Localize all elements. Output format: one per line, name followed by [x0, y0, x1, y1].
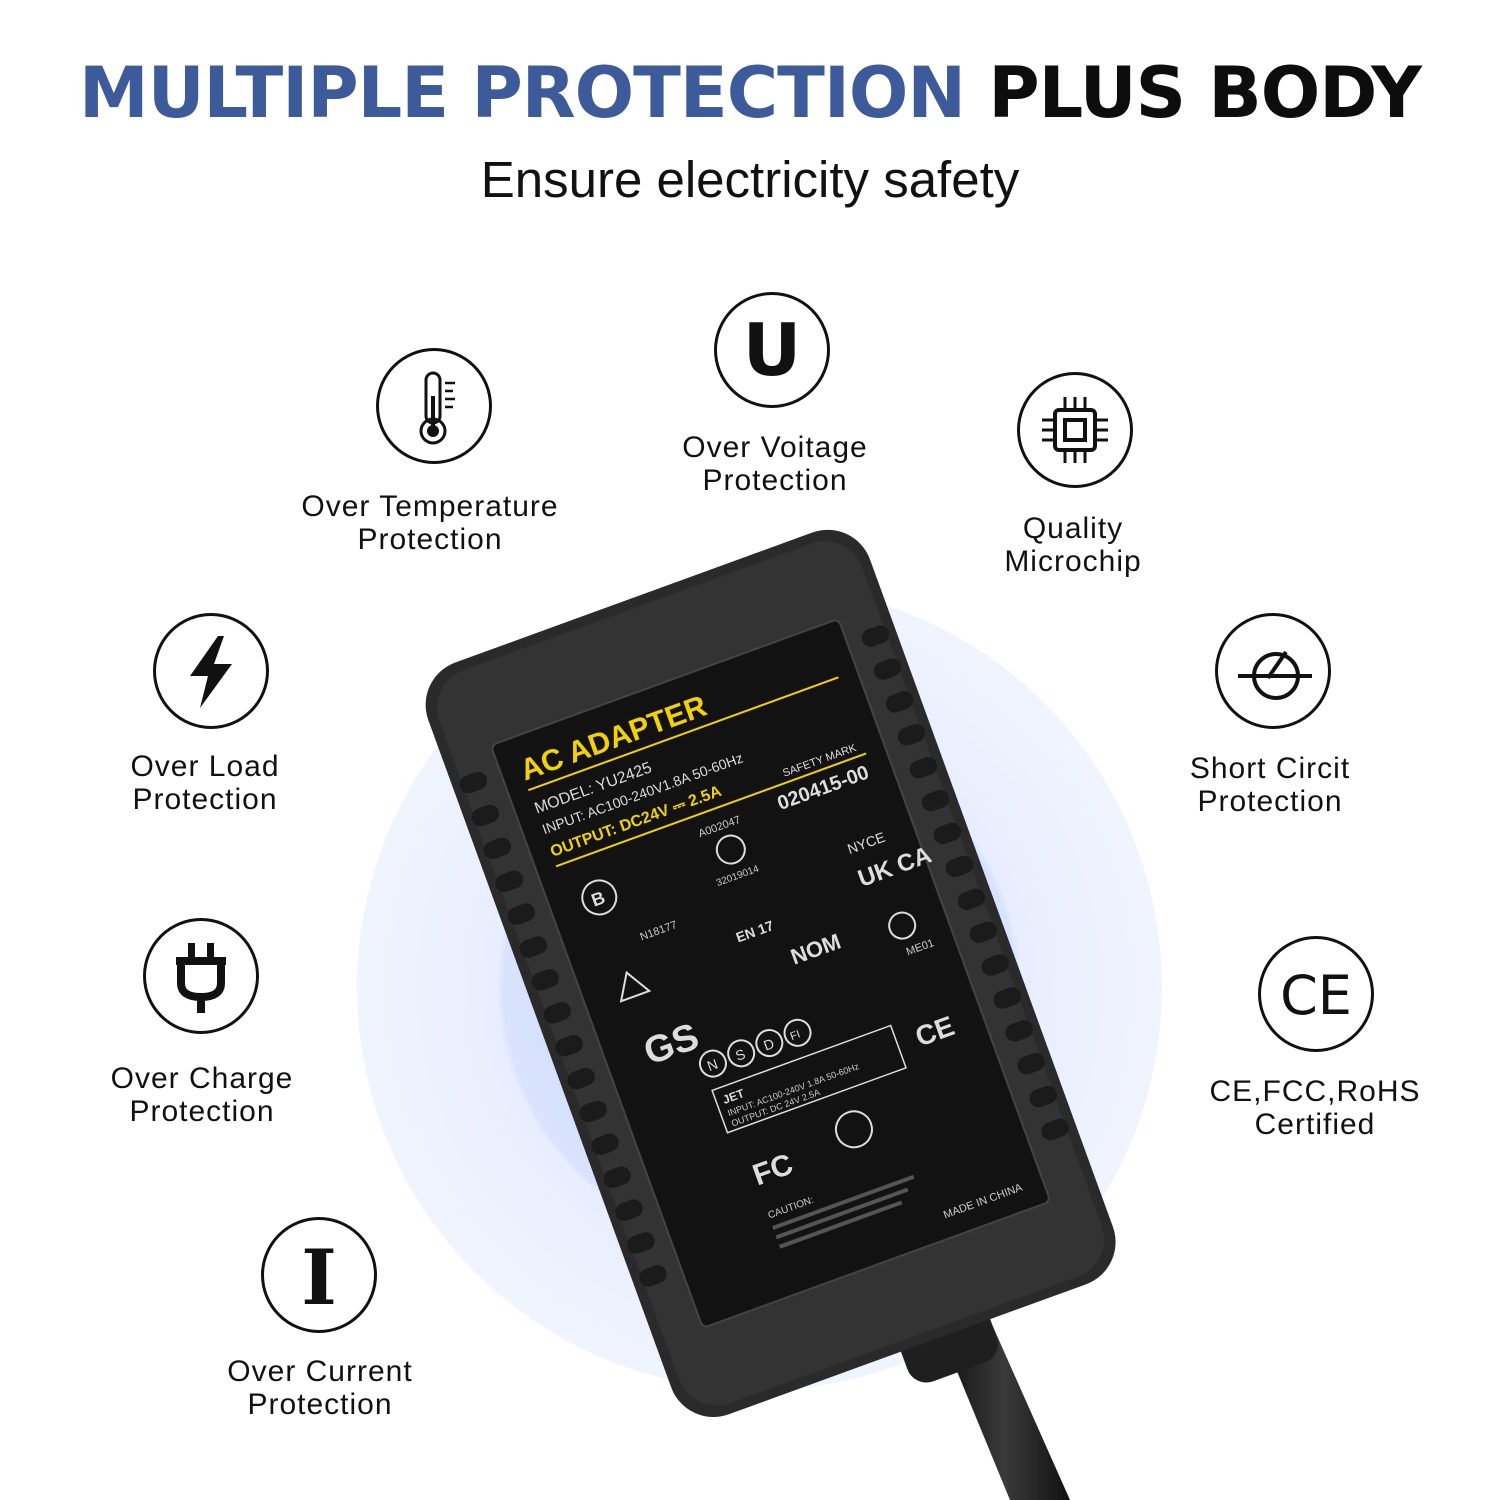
- ac-adapter-image: AC ADAPTER MODEL: YU2425 INPUT: AC100-24…: [425, 529, 1116, 1500]
- ce-mark-icon-circle: CE: [1258, 936, 1374, 1052]
- svg-text:I: I: [301, 1233, 337, 1322]
- headline-black: PLUS BODY: [988, 52, 1422, 134]
- microchip-icon: [1042, 397, 1108, 463]
- thermometer-icon: [419, 371, 455, 445]
- u-letter-icon-circle: U: [714, 292, 830, 408]
- short-circuit-icon-circle: [1215, 613, 1331, 729]
- i-letter-icon: I: [301, 1233, 337, 1322]
- u-letter-icon: U: [743, 308, 801, 392]
- i-letter-icon-circle: I: [261, 1217, 377, 1333]
- microchip-icon-circle: [1017, 372, 1133, 488]
- svg-text:CE: CE: [1280, 964, 1352, 1027]
- svg-text:U: U: [743, 308, 801, 392]
- lightning-icon: [190, 636, 232, 708]
- headline-blue: MULTIPLE PROTECTION: [79, 52, 966, 134]
- plug-icon-circle: [143, 918, 259, 1034]
- thermometer-icon-circle: [376, 348, 492, 464]
- short-circuit-icon: [1238, 650, 1312, 700]
- ce-mark-icon: CE: [1280, 964, 1352, 1027]
- label-b-mark: B: [589, 887, 608, 910]
- lightning-icon-circle: [153, 613, 269, 729]
- plug-icon: [176, 943, 226, 1013]
- headline: MULTIPLE PROTECTION PLUS BODY: [0, 58, 1500, 128]
- subtitle: Ensure electricity safety: [480, 151, 1020, 208]
- label-fi-mark: FI: [789, 1028, 802, 1043]
